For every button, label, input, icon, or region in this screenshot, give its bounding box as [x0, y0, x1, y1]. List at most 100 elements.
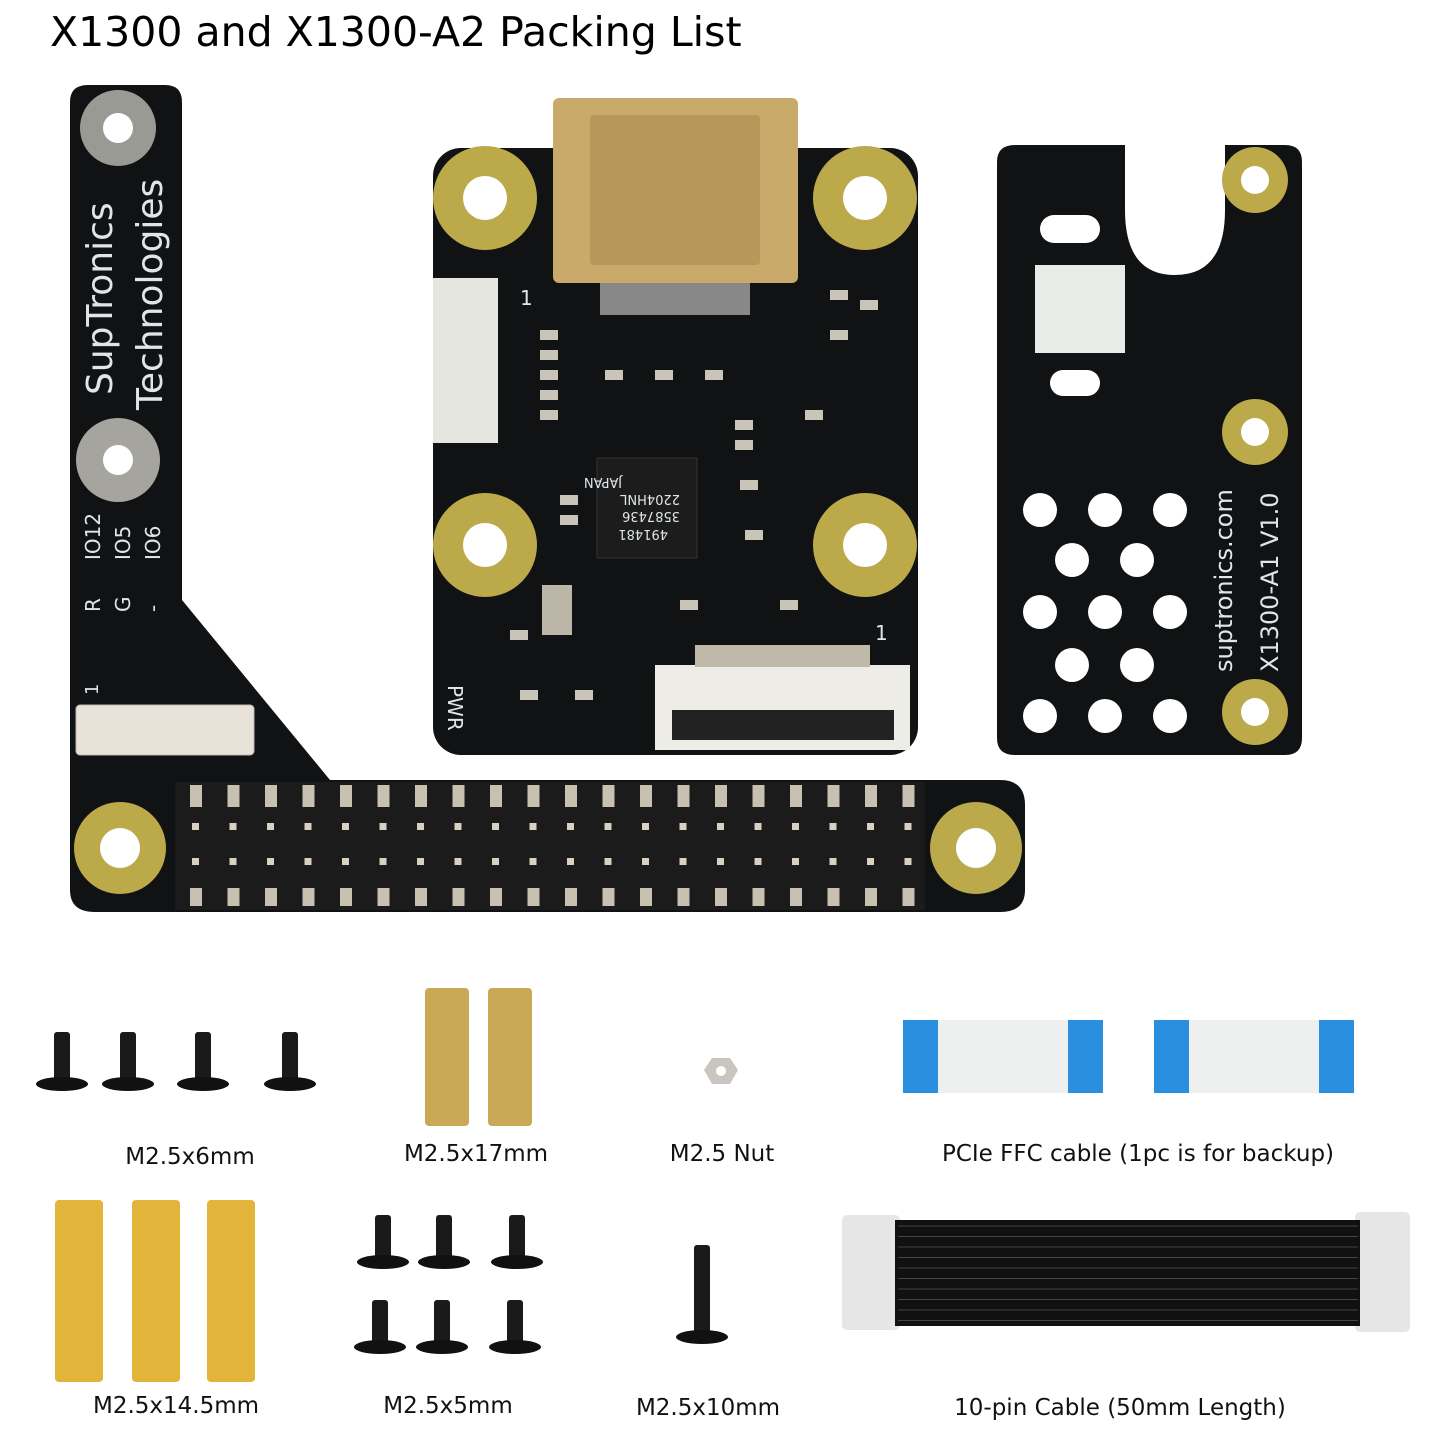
hex-nut-hole	[716, 1066, 726, 1076]
label-m25x17: M2.5x17mm	[404, 1141, 548, 1167]
silk-brand-2: Technologies	[130, 179, 171, 411]
silk-io5: IO5	[111, 526, 135, 560]
header-pin	[752, 785, 765, 807]
header-pin	[340, 888, 352, 906]
header-pin	[377, 888, 390, 906]
vent-hole	[1153, 493, 1187, 527]
screw-m25x6	[120, 1032, 136, 1082]
vent-hole	[1153, 699, 1187, 733]
header-pin	[267, 823, 274, 830]
header-pin	[190, 888, 202, 906]
standoff-m25x14-5	[132, 1200, 180, 1382]
header-pin	[792, 823, 799, 830]
smd-component	[805, 410, 823, 420]
smd-component	[605, 370, 623, 380]
header-pin	[602, 888, 615, 906]
header-pin	[679, 858, 687, 865]
silk-io12: IO12	[81, 513, 105, 560]
header-pin	[265, 785, 277, 807]
standoff-m25x17	[488, 988, 532, 1126]
main-chip	[596, 457, 698, 559]
header-pin	[415, 785, 427, 807]
header-pin	[829, 823, 837, 830]
vent-hole	[1055, 648, 1089, 682]
smd-component	[740, 480, 758, 490]
header-pin	[604, 858, 612, 865]
vent-hole	[1120, 648, 1154, 682]
vent-hole	[1088, 595, 1122, 629]
smd-component	[540, 350, 558, 360]
header-pin	[565, 785, 577, 807]
smd-component	[540, 330, 558, 340]
header-pin	[379, 858, 387, 865]
header-pin	[265, 888, 277, 906]
10-pin-connector	[75, 704, 255, 756]
screw-m25x5	[489, 1340, 541, 1354]
header-pin	[490, 888, 502, 906]
vent-hole	[1088, 699, 1122, 733]
vent-hole	[1088, 493, 1122, 527]
header-pin	[679, 823, 687, 830]
screw-m25x6	[102, 1077, 154, 1091]
screw-m25x10	[694, 1245, 710, 1335]
vent-hole	[1153, 595, 1187, 629]
header-pin	[229, 858, 237, 865]
header-pin	[865, 888, 877, 906]
header-pin	[454, 823, 462, 830]
side-connector	[433, 278, 498, 443]
header-pin	[302, 888, 315, 906]
header-pin	[902, 785, 915, 807]
smd-component	[540, 390, 558, 400]
header-pin	[867, 823, 874, 830]
label-10pin-cable: 10-pin Cable (50mm Length)	[954, 1395, 1286, 1421]
header-pin	[715, 785, 727, 807]
smd-component	[520, 690, 538, 700]
screw-m25x5	[354, 1340, 406, 1354]
header-pin	[717, 858, 724, 865]
header-pin	[790, 785, 802, 807]
header-pin	[642, 858, 649, 865]
label-m25x6: M2.5x6mm	[125, 1144, 254, 1170]
header-pin	[227, 785, 240, 807]
smd-component	[655, 370, 673, 380]
screw-m25x6	[36, 1077, 88, 1091]
header-pin	[754, 823, 762, 830]
silk-pin1: 1	[82, 684, 103, 695]
pcie-ffc-cables	[903, 1020, 1354, 1093]
header-pin	[904, 823, 912, 830]
smd-component	[830, 290, 848, 300]
header-pin	[492, 858, 499, 865]
standoff-m25x17	[425, 988, 469, 1126]
x1300-main-board: JAPAN 2204HNL 3587436 491481 PWR 1 1	[433, 98, 918, 755]
header-pin	[715, 888, 727, 906]
screw-m25x6	[177, 1077, 229, 1091]
silk-model: X1300-A1 V1.0	[1256, 492, 1284, 672]
screw-m25x5	[434, 1300, 450, 1345]
header-pin	[529, 823, 537, 830]
header-pin	[642, 823, 649, 830]
header-pin	[342, 858, 349, 865]
header-pin	[902, 888, 915, 906]
smd-component	[705, 370, 723, 380]
header-pin	[604, 823, 612, 830]
silk-g: G	[111, 597, 135, 613]
silk-dash: -	[141, 605, 165, 612]
screw-m25x10	[676, 1330, 728, 1344]
screw-m25x5	[372, 1300, 388, 1345]
smd-component	[745, 530, 763, 540]
header-pin	[267, 858, 274, 865]
header-pin	[492, 823, 499, 830]
screw-m25x5	[418, 1255, 470, 1269]
smd-component	[560, 515, 578, 525]
silk-io6: IO6	[141, 526, 165, 560]
header-pin	[527, 785, 540, 807]
header-pin	[640, 888, 652, 906]
header-pin	[904, 858, 912, 865]
header-pin	[752, 888, 765, 906]
header-pin	[417, 823, 424, 830]
header-pin	[754, 858, 762, 865]
header-pin	[792, 858, 799, 865]
smd-component	[735, 440, 753, 450]
header-pin	[452, 888, 465, 906]
